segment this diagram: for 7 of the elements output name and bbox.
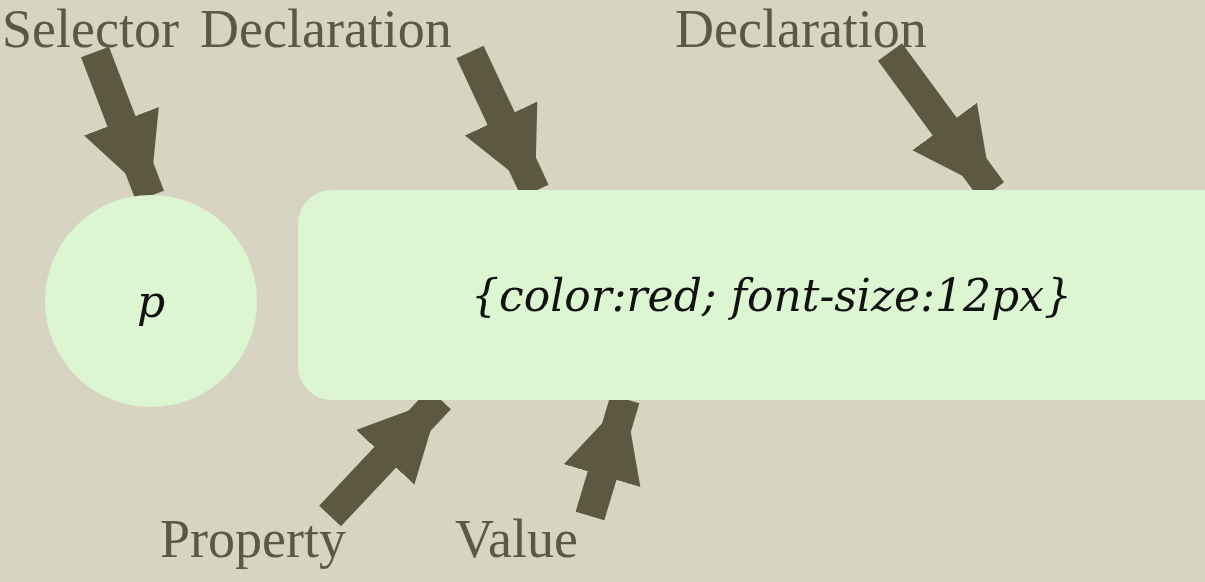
declaration-block: [298, 190, 1205, 400]
code-text: {color:red; font-size:12px}: [471, 269, 1072, 321]
callout-label: Value: [455, 512, 578, 566]
callout-label: Selector: [2, 2, 179, 56]
callout-label: Declaration: [675, 2, 927, 56]
callout-label: Declaration: [200, 2, 452, 56]
code-text: p: [136, 275, 166, 327]
